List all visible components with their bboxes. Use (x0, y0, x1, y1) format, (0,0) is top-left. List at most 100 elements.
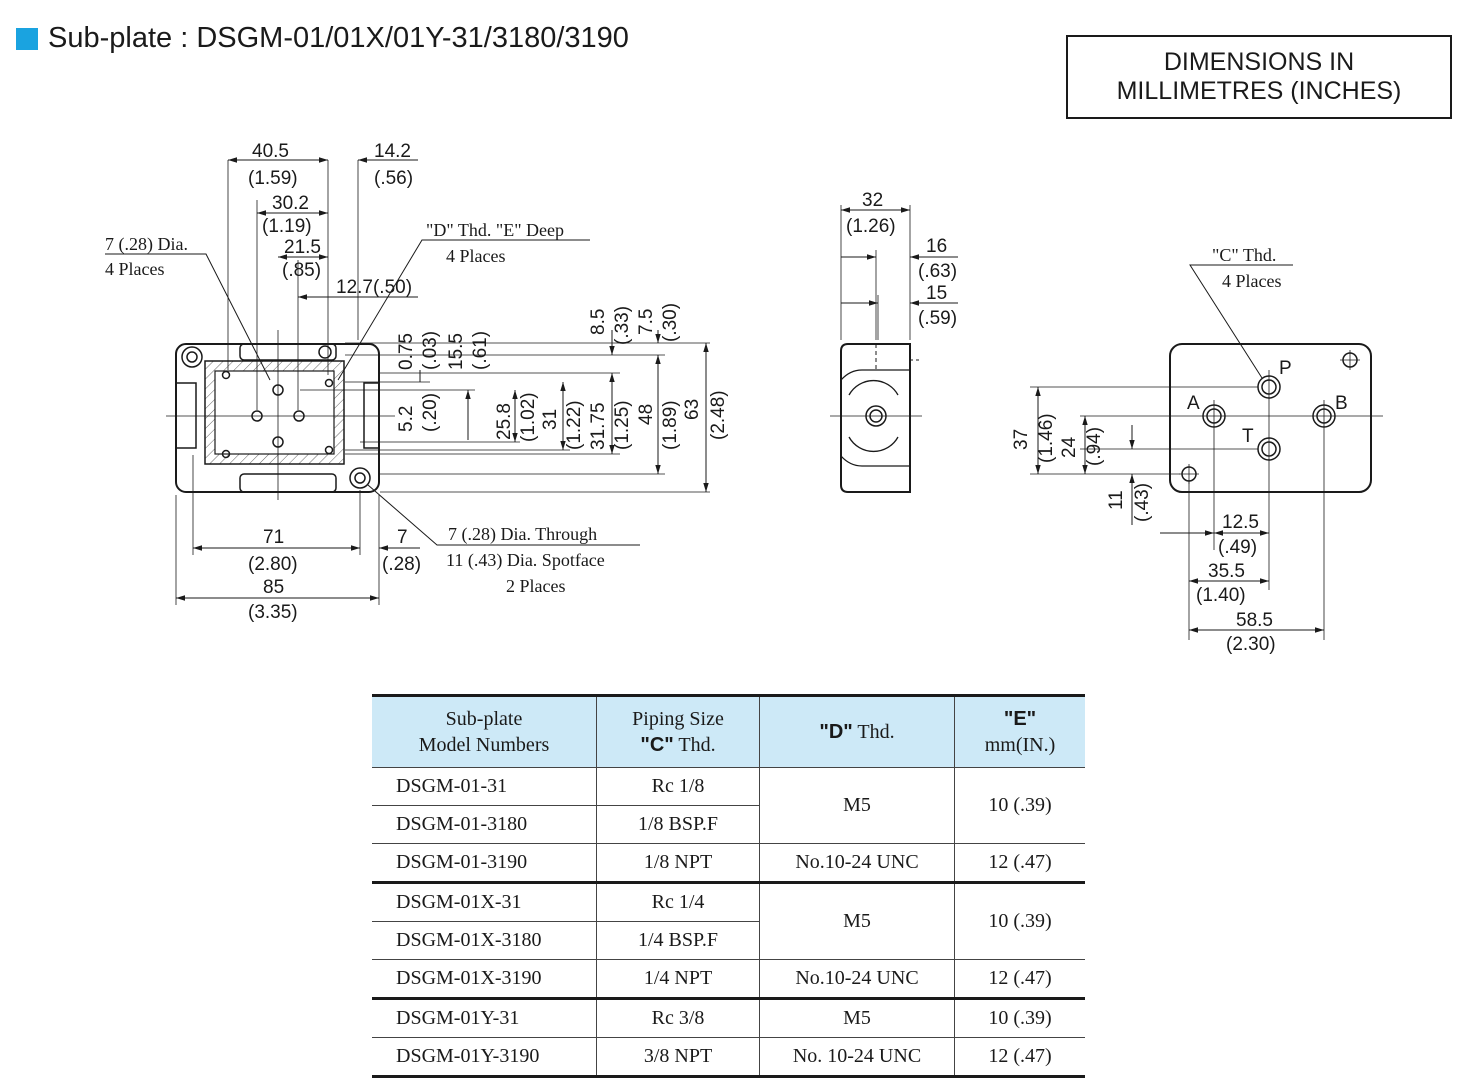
cell-model: DSGM-01Y-31 (372, 997, 597, 1038)
cell-pipe: Rc 1/4 (596, 881, 760, 922)
dim-label: 25.8 (494, 403, 515, 440)
dim-label: 58.5 (1236, 610, 1273, 631)
dim-label: (1.40) (1196, 585, 1246, 606)
title-text: Sub-plate : DSGM-01/01X/01Y-31/3180/3190 (48, 22, 629, 54)
hole-note: 2 Places (506, 576, 565, 596)
title-square-icon (16, 27, 38, 50)
table-row: DSGM-01Y-31 Rc 3/8 M5 10 (.39) (372, 997, 1085, 1038)
thread-note: 4 Places (446, 246, 505, 266)
dim-label: 30.2 (272, 193, 309, 214)
dim-label: (.59) (918, 308, 957, 329)
table-row: DSGM-01X-3180 1/4 BSP.F (372, 921, 1085, 960)
dim-label: 8.5 (588, 309, 609, 335)
cell-e: 12 (.47) (954, 843, 1085, 883)
dim-label: 15.5 (446, 333, 467, 370)
header-text: Model Numbers (418, 734, 550, 756)
cell-e: 10 (.39) (954, 767, 1085, 844)
dim-label: (.56) (374, 168, 413, 189)
dim-label: 31 (540, 409, 561, 430)
cell-model: DSGM-01X-3180 (372, 921, 597, 960)
dim-label: (2.30) (1226, 634, 1276, 655)
cell-pipe: Rc 3/8 (596, 997, 760, 1038)
dim-label: (1.02) (518, 392, 539, 442)
dim-label: 24 (1059, 436, 1080, 458)
dim-label: (1.26) (846, 216, 896, 237)
dim-label: 14.2 (374, 141, 411, 162)
cell-model: DSGM-01-3180 (372, 805, 597, 844)
bottom-view-labels: "C" Thd. 4 Places P A B T 37 (1.46) 24 (… (1011, 245, 1348, 655)
header-text: "D" (819, 721, 853, 743)
dim-label: 21.5 (284, 237, 321, 258)
dim-label: (.49) (1218, 537, 1257, 558)
dim-label: 7 (397, 527, 408, 548)
dimensions-note-line1: DIMENSIONS IN (1163, 48, 1355, 76)
port-label: P (1279, 358, 1292, 379)
header-e-depth: "E" mm(IN.) (954, 695, 1085, 768)
table-header-row: Sub-plate Model Numbers Piping Size "C" … (372, 695, 1085, 768)
cell-pipe: 1/8 NPT (596, 843, 760, 883)
header-text: "C" (640, 734, 674, 756)
dim-label: (.20) (420, 393, 441, 432)
dim-label: (.30) (660, 303, 681, 342)
cell-d: M5 (759, 997, 955, 1038)
dim-label: (.63) (918, 261, 957, 282)
dim-label: 12.5 (1222, 512, 1259, 533)
dim-label: (2.48) (708, 390, 729, 440)
bottom-view (1030, 264, 1383, 640)
header-piping: Piping Size "C" Thd. (596, 695, 760, 768)
cell-e: 12 (.47) (954, 959, 1085, 999)
cell-d: No. 10-24 UNC (759, 1037, 955, 1077)
dim-label: (.94) (1084, 427, 1105, 466)
dim-label: 37 (1011, 429, 1032, 450)
cell-d: No.10-24 UNC (759, 959, 955, 999)
dimensions-note: DIMENSIONS IN MILLIMETRES (INCHES) (1066, 35, 1452, 119)
dim-label: (.03) (420, 331, 441, 370)
header-text: Piping Size (632, 708, 724, 730)
cell-d: M5 (759, 767, 955, 844)
cell-model: DSGM-01X-31 (372, 881, 597, 922)
header-text: Sub-plate (445, 708, 523, 730)
header-text: Thd. (852, 721, 895, 743)
cell-model: DSGM-01X-3190 (372, 959, 597, 999)
cell-model: DSGM-01-3190 (372, 843, 597, 883)
port-label: T (1242, 426, 1254, 447)
table-row: DSGM-01-31 Rc 1/8 M5 10 (.39) (372, 767, 1085, 844)
dim-label: 40.5 (252, 141, 289, 162)
dim-label: 35.5 (1208, 561, 1245, 582)
dim-label: 16 (926, 236, 947, 257)
hole-note: 7 (.28) Dia. (105, 234, 188, 255)
header-text: mm(IN.) (984, 734, 1056, 756)
dim-label: 5.2 (396, 406, 417, 432)
dim-label: 12.7(.50) (336, 277, 412, 298)
dim-label: (3.35) (248, 602, 298, 623)
cell-e: 10 (.39) (954, 881, 1085, 960)
side-view (830, 205, 958, 493)
table-row: DSGM-01X-3190 1/4 NPT No.10-24 UNC 12 (.… (372, 959, 1085, 999)
table-row: DSGM-01-3190 1/8 NPT No.10-24 UNC 12 (.4… (372, 843, 1085, 883)
dimensions-note-line2: MILLIMETRES (INCHES) (1116, 77, 1402, 105)
dim-label: (.33) (612, 306, 633, 345)
dim-label: 85 (263, 577, 284, 598)
dim-label: 71 (263, 527, 284, 548)
model-table: Sub-plate Model Numbers Piping Size "C" … (372, 694, 1085, 1078)
front-view-labels: 40.5 (1.59) 14.2 (.56) 30.2 (1.19) 21.5 … (105, 141, 729, 623)
thread-note: "C" Thd. (1212, 245, 1276, 265)
cell-e: 12 (.47) (954, 1037, 1085, 1077)
header-text: "E" (1003, 708, 1037, 730)
page-title: Sub-plate : DSGM-01/01X/01Y-31/3180/3190 (16, 22, 629, 55)
cell-pipe: 3/8 NPT (596, 1037, 760, 1077)
hole-note: 11 (.43) Dia. Spotface (446, 550, 605, 571)
dim-label: (1.59) (248, 168, 298, 189)
hole-note: 4 Places (105, 259, 164, 279)
side-view-labels: 32 (1.26) 16 (.63) 15 (.59) (846, 190, 957, 329)
dim-label: (.85) (282, 260, 321, 281)
table-row: DSGM-01X-31 Rc 1/4 M5 10 (.39) (372, 881, 1085, 960)
header-d-thread: "D" Thd. (759, 695, 955, 768)
dim-label: (1.19) (262, 216, 312, 237)
thread-note: 4 Places (1222, 271, 1281, 291)
technical-drawing: 40.5 (1.59) 14.2 (.56) 30.2 (1.19) 21.5 … (105, 141, 1383, 655)
port-label: A (1187, 393, 1200, 414)
table-row: DSGM-01Y-3190 3/8 NPT No. 10-24 UNC 12 (… (372, 1037, 1085, 1077)
cell-d: M5 (759, 881, 955, 960)
cell-pipe: 1/4 BSP.F (596, 921, 760, 960)
